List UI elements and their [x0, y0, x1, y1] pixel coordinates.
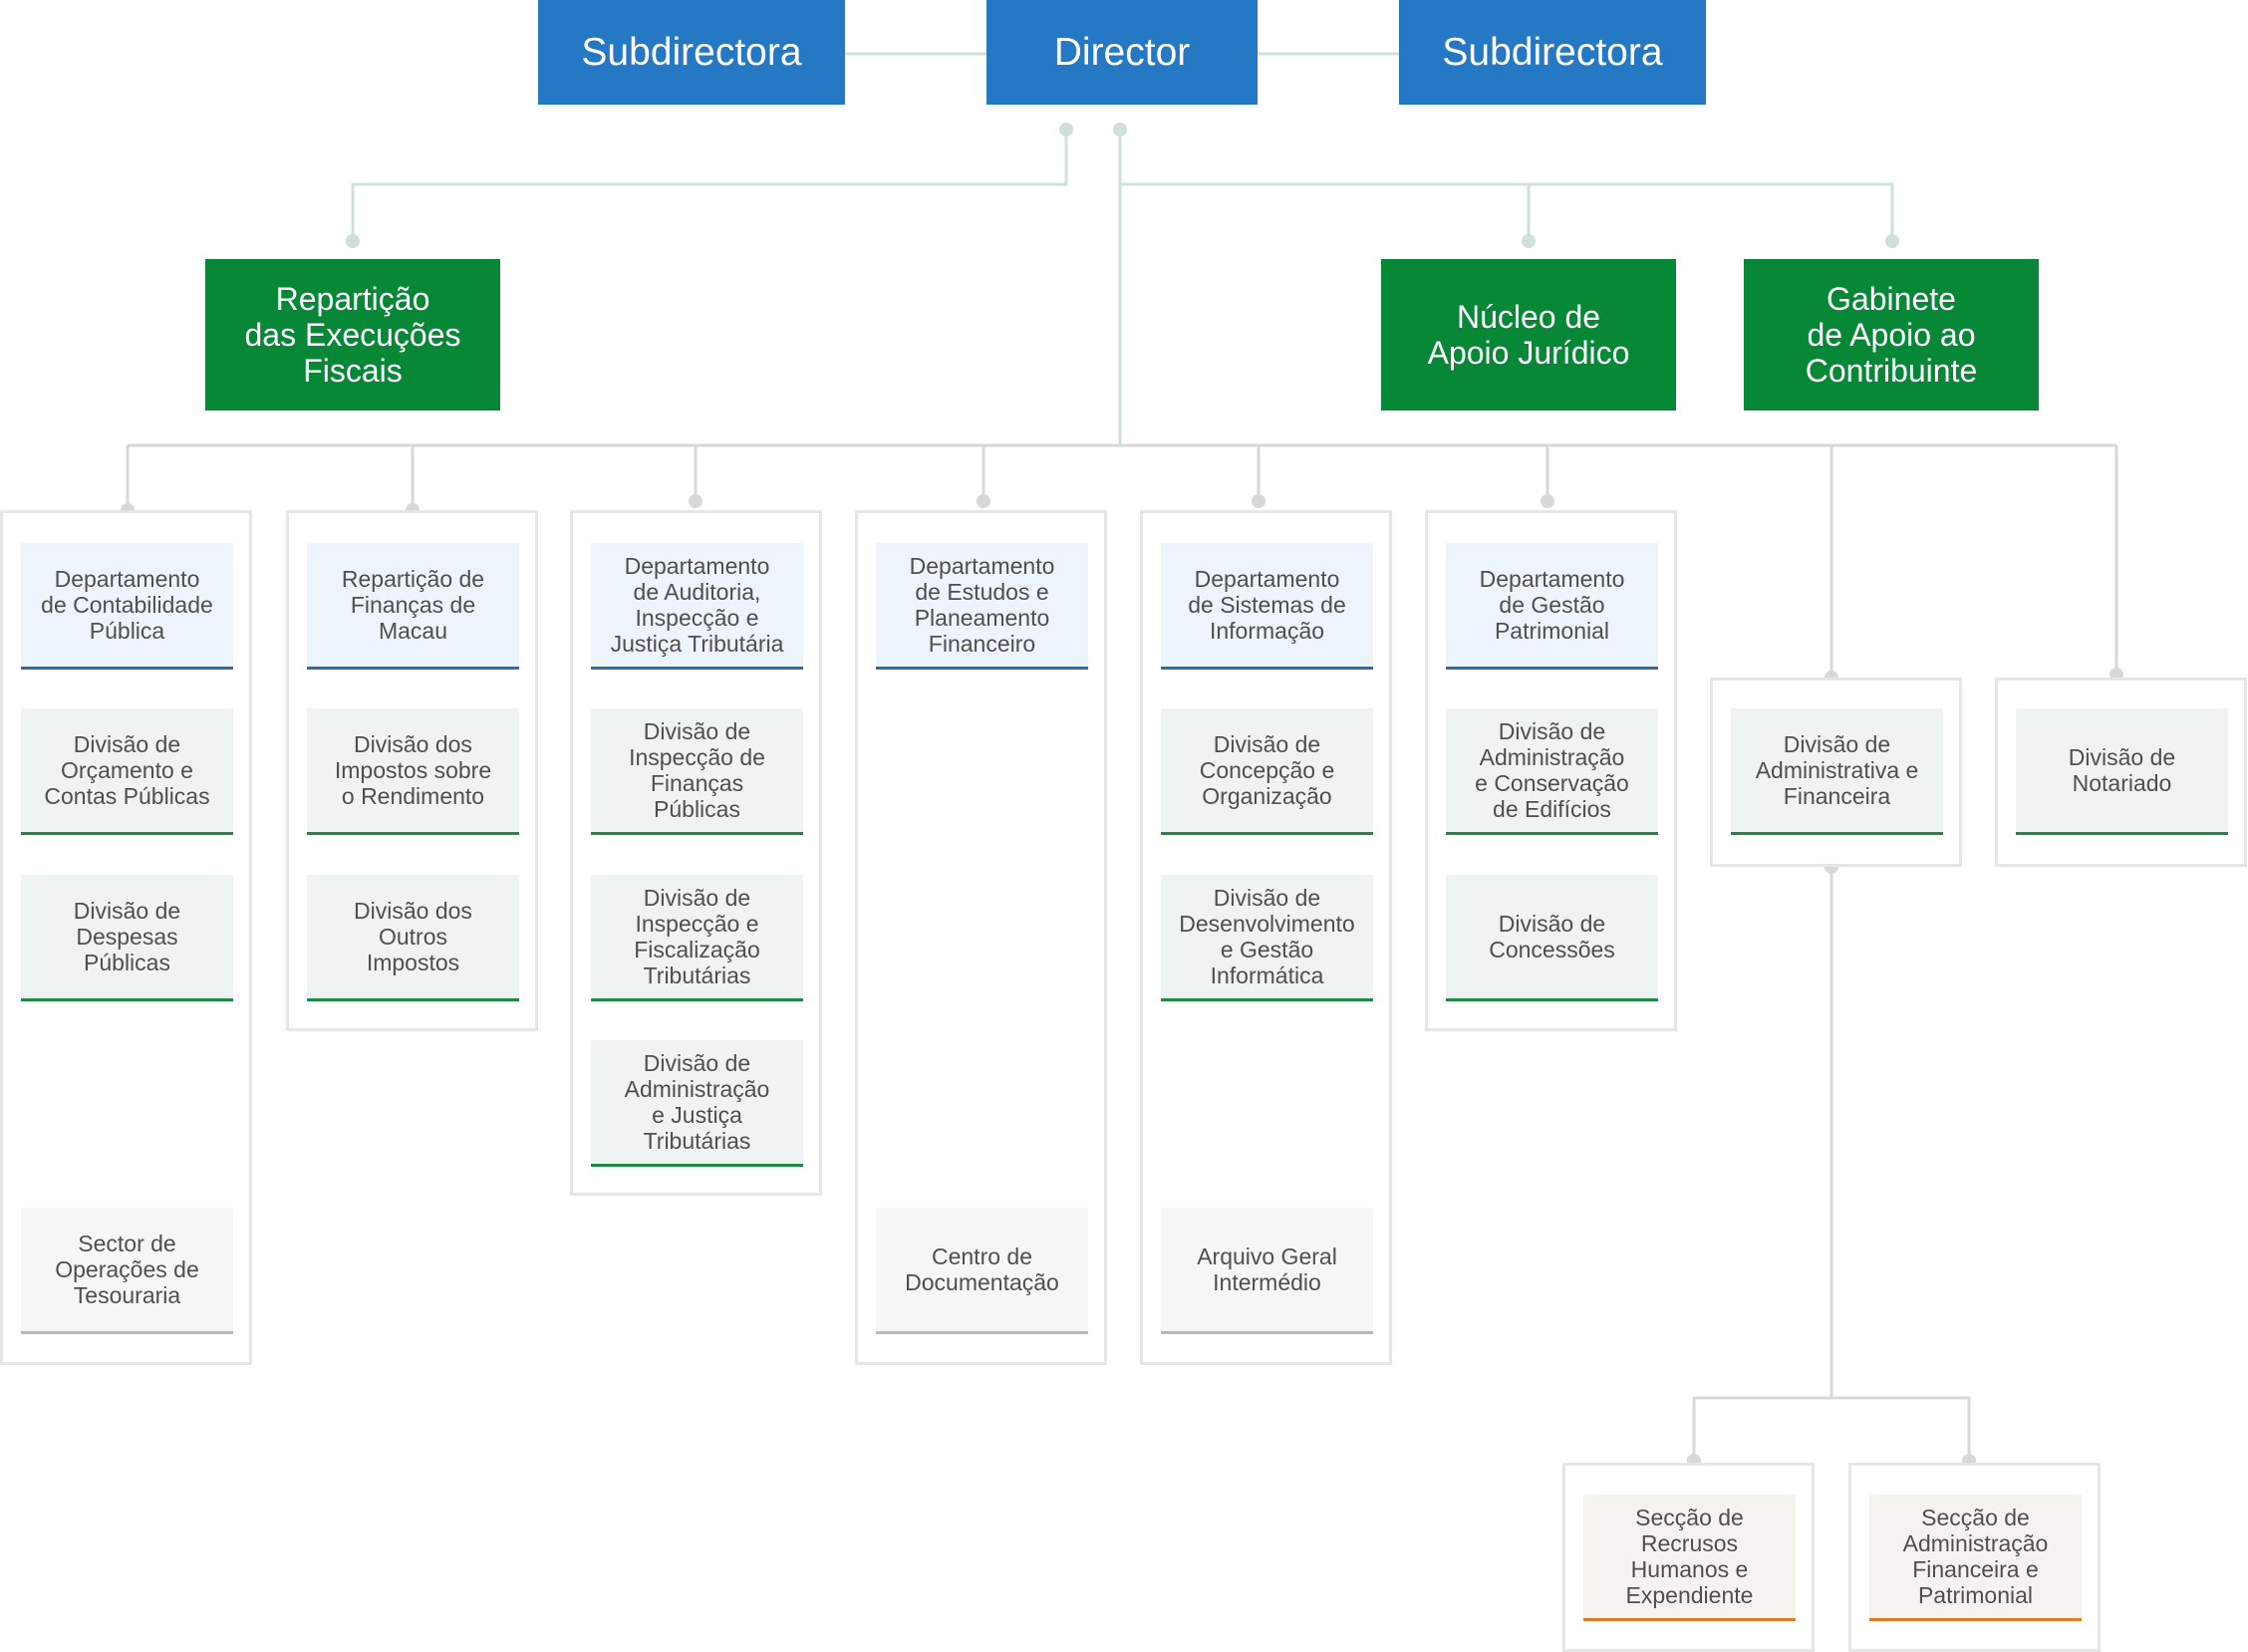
unit-card-div: Divisão de Notariado: [2016, 708, 2228, 835]
unit-card-div: Divisão dos Impostos sobre o Rendimento: [307, 708, 519, 835]
connector-dot: [1059, 123, 1073, 137]
unit-card-dept: Departamento de Estudos e Planeamento Fi…: [876, 543, 1088, 670]
unit-card-div: Divisão de Administrativa e Financeira: [1731, 708, 1943, 835]
unit-card-div: Divisão de Inspecção de Finanças Pública…: [591, 708, 803, 835]
unit-card-div: Divisão de Concessões: [1446, 875, 1658, 1001]
connector-dot: [1885, 234, 1899, 248]
connector-dot: [346, 234, 360, 248]
unit-card-dept: Departamento de Auditoria, Inspecção e J…: [591, 543, 803, 670]
unit-card-sub: Secção de Administração Financeira e Pat…: [1869, 1495, 2082, 1621]
director-box: Director: [986, 0, 1258, 105]
connector-dot: [1541, 494, 1554, 508]
connector-dot: [1113, 123, 1127, 137]
unit-card-sub: Secção de Recrusos Humanos e Expendiente: [1583, 1495, 1796, 1621]
unit-card-div: Divisão de Concepção e Organização: [1161, 708, 1373, 835]
subsection-bus: [1692, 1396, 1971, 1461]
unit-card-div: Divisão de Orçamento e Contas Públicas: [21, 708, 233, 835]
connector-dot: [1252, 494, 1265, 508]
unit-box-juridico: Núcleo de Apoio Jurídico: [1381, 259, 1676, 411]
unit-card-div: Divisão de Administração e Conservação d…: [1446, 708, 1658, 835]
unit-link-right: [1120, 182, 1894, 241]
connector-dot: [1522, 234, 1536, 248]
unit-card-div: Divisão dos Outros Impostos: [307, 875, 519, 1001]
unit-card-dept: Departamento de Gestão Patrimonial: [1446, 543, 1658, 670]
unit-card-div: Divisão de Despesas Públicas: [21, 875, 233, 1001]
unit-card-div: Divisão de Inspecção e Fiscalização Trib…: [591, 875, 803, 1001]
unit-card-div: Divisão de Desenvolvimento e Gestão Info…: [1161, 875, 1373, 1001]
unit-card-sec: Arquivo Geral Intermédio: [1161, 1208, 1373, 1334]
deputy-director-box-left: Subdirectora: [538, 0, 845, 105]
unit-box-gabinete: Gabinete de Apoio ao Contribuinte: [1744, 259, 2039, 411]
unit-card-div: Divisão de Administração e Justiça Tribu…: [591, 1040, 803, 1167]
unit-card-dept: Departamento de Sistemas de Informação: [1161, 543, 1373, 670]
unit-box-execucoes: Repartição das Execuções Fiscais: [205, 259, 500, 411]
unit-link-left: [351, 130, 1068, 241]
connector-dot: [689, 494, 702, 508]
unit-card-dept: Repartição de Finanças de Macau: [307, 543, 519, 670]
unit-card-dept: Departamento de Contabilidade Pública: [21, 543, 233, 670]
deputy-director-box-right: Subdirectora: [1399, 0, 1706, 105]
unit-card-sec: Centro de Documentação: [876, 1208, 1088, 1334]
unit-card-sec: Sector de Operações de Tesouraria: [21, 1208, 233, 1334]
connector-dot: [977, 494, 990, 508]
